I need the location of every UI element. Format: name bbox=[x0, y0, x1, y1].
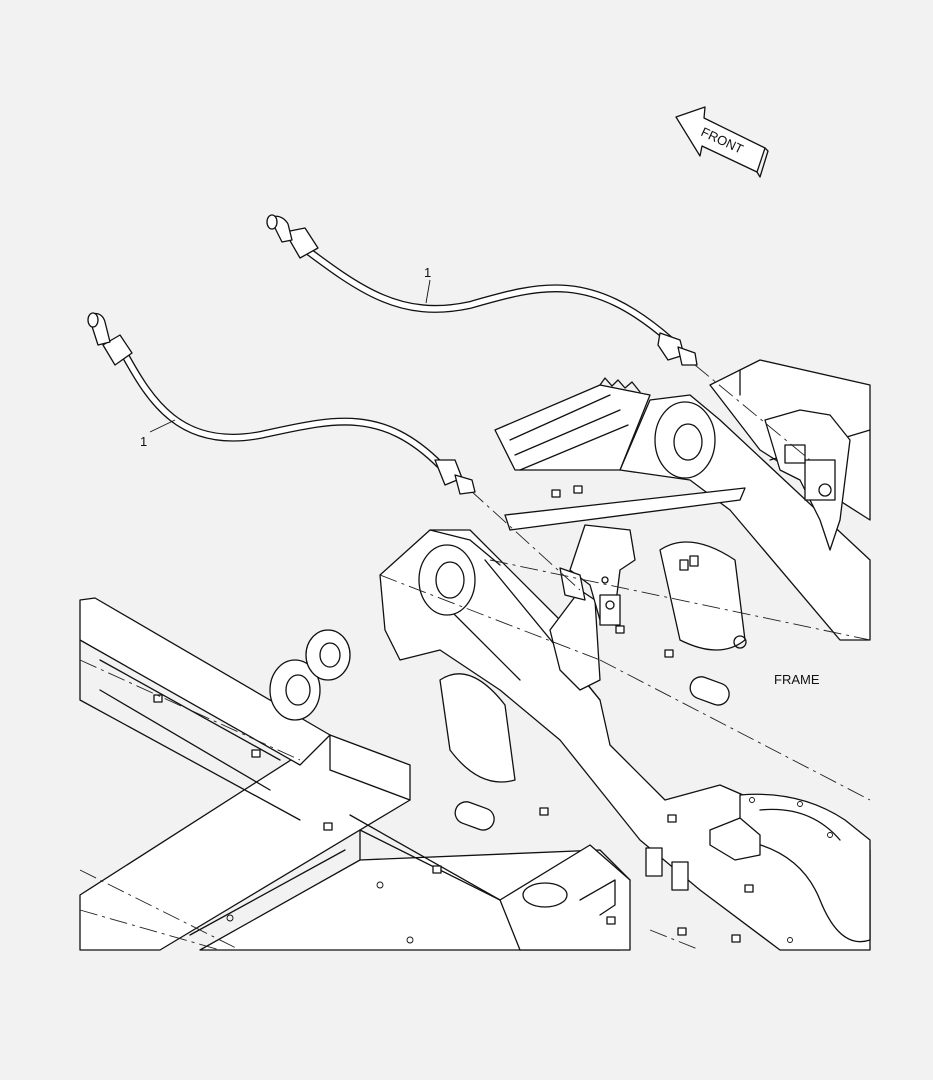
callout-number-lower: 1 bbox=[140, 434, 147, 449]
hose-lower bbox=[87, 312, 476, 495]
front-arrow-icon: FRONT bbox=[675, 106, 769, 178]
hose-brackets bbox=[549, 409, 851, 691]
callout-lower: 1 bbox=[140, 419, 176, 449]
slewing-ring bbox=[709, 793, 871, 943]
reference-lines bbox=[79, 364, 871, 951]
main-frame bbox=[79, 597, 631, 951]
callout-upper: 1 bbox=[424, 265, 431, 304]
frame-label: FRAME bbox=[774, 672, 820, 687]
callout-number-upper: 1 bbox=[424, 265, 431, 280]
hose-upper bbox=[266, 214, 698, 366]
